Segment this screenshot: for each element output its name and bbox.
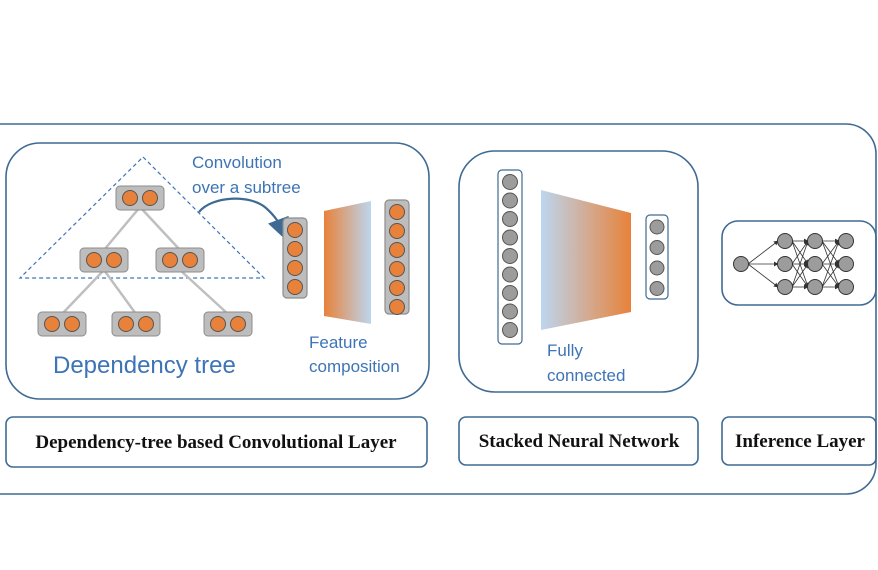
feature-label-line1: Feature (309, 333, 368, 352)
inference-panel (721, 220, 877, 306)
inference-node (807, 256, 823, 272)
vector-unit (649, 260, 665, 276)
node-unit (44, 316, 60, 332)
node-unit (182, 252, 198, 268)
tree-nodes (37, 185, 253, 337)
outer-container (0, 123, 877, 495)
vector-unit (389, 223, 405, 239)
subtree-dashed-triangle (18, 156, 266, 279)
vector-unit (502, 174, 518, 190)
inference-layer-box (721, 416, 877, 466)
stacked-nn-panel (458, 150, 699, 393)
inference-network (733, 233, 854, 295)
subtree-vector (282, 217, 308, 299)
inference-node (838, 279, 854, 295)
conv-layer-box (5, 416, 428, 468)
node-unit (118, 316, 134, 332)
composed-vector (384, 199, 410, 315)
tree-node (203, 311, 253, 337)
tree-edges (61, 206, 229, 315)
vector-unit (649, 240, 665, 255)
stacked-layer-box (458, 416, 699, 466)
inference-node (838, 256, 854, 272)
stacked-layer-label: Stacked Neural Network (479, 431, 680, 452)
vector-unit (502, 229, 518, 246)
inference-edge (791, 263, 809, 288)
inference-edge (747, 263, 779, 288)
feature-composition-trapezoid (324, 201, 371, 324)
node-unit (122, 190, 138, 206)
feature-label-line2: composition (309, 357, 400, 376)
vector-unit (287, 241, 303, 257)
vector-box (645, 214, 669, 300)
node-unit (142, 190, 158, 206)
node-unit (86, 252, 102, 268)
vector-unit (389, 261, 405, 277)
stacked-input-column (497, 169, 523, 345)
vector-unit (502, 322, 518, 338)
vector-unit (389, 204, 405, 220)
fully-label-line1: Fully (547, 341, 583, 360)
tree-node (155, 247, 205, 273)
inference-node (777, 256, 793, 272)
vector-unit (389, 242, 405, 258)
inference-edge (791, 240, 809, 288)
inference-node (777, 279, 793, 295)
inference-node (838, 233, 854, 249)
convolution-arrow (198, 197, 289, 241)
vector-unit (502, 285, 518, 301)
vector-unit (287, 260, 303, 276)
vector-unit (649, 219, 665, 235)
tree-node (115, 185, 165, 211)
tree-node (111, 311, 161, 337)
stacked-output-column (645, 214, 669, 300)
node-unit (210, 316, 226, 332)
vector-box (282, 217, 308, 299)
dependency-tree-panel (5, 142, 430, 400)
vector-unit (502, 211, 518, 227)
node-unit (106, 252, 122, 268)
vector-unit (502, 192, 518, 209)
vector-unit (649, 281, 665, 296)
vector-unit (502, 266, 518, 283)
node-unit (64, 316, 80, 332)
inference-node (733, 256, 749, 272)
dependency-tree-label: Dependency tree (53, 352, 236, 379)
vector-unit (287, 222, 303, 238)
conv-layer-label: Dependency-tree based Convolutional Laye… (35, 432, 397, 453)
node-unit (230, 316, 246, 332)
vector-unit (389, 280, 405, 296)
inference-edge (821, 240, 840, 288)
tree-node (79, 247, 129, 273)
tree-node (37, 311, 87, 337)
inference-edge (747, 240, 779, 265)
inference-node (807, 233, 823, 249)
vector-unit (287, 279, 303, 295)
inference-layer-label: Inference Layer (735, 431, 866, 452)
node-unit (138, 316, 154, 332)
fully-label-line2: connected (547, 366, 625, 385)
convolution-label-line2: over a subtree (192, 178, 301, 197)
inference-node (807, 279, 823, 295)
node-unit (162, 252, 178, 268)
inference-node (777, 233, 793, 249)
convolution-label-line1: Convolution (192, 153, 282, 172)
fully-connected-trapezoid (541, 190, 631, 330)
vector-unit (502, 248, 518, 264)
vector-unit (389, 299, 405, 315)
inference-edge (821, 263, 840, 288)
vector-unit (502, 303, 518, 320)
